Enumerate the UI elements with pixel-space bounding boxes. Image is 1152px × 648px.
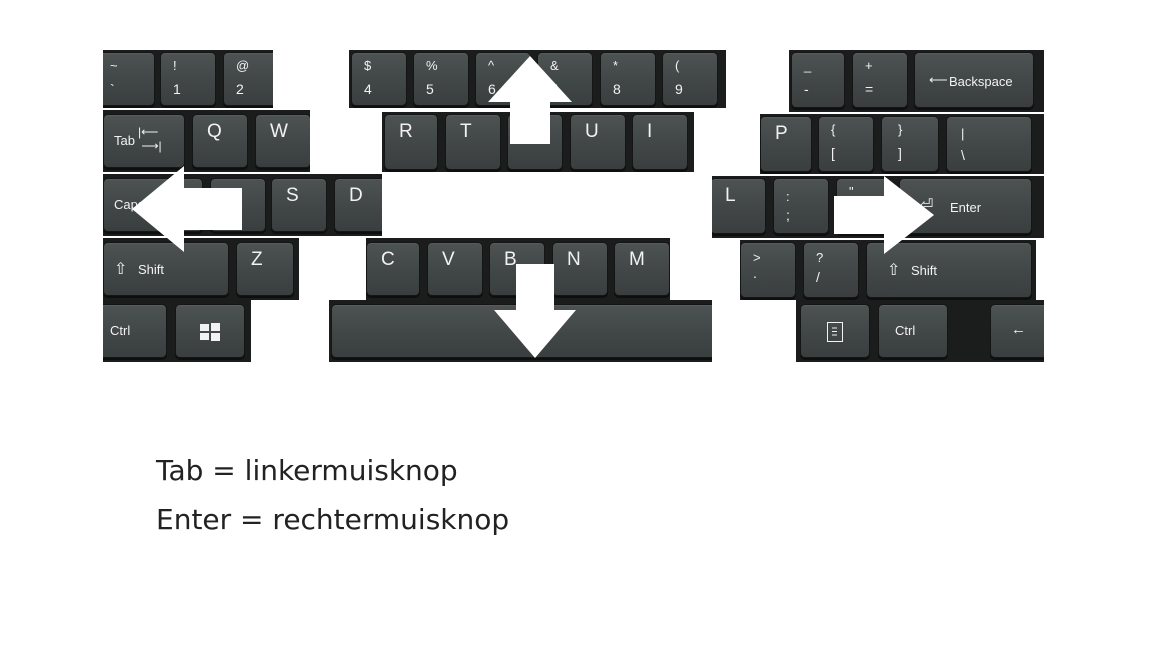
key-tilde[interactable]: ~ `	[103, 52, 155, 106]
key-ctrl-right[interactable]: Ctrl	[878, 304, 948, 358]
caption-enter-mapping: Enter = rechtermuisknop	[156, 503, 510, 536]
keyboard-segment-left: ~ ` ! 1 @ 2	[103, 50, 273, 108]
key-n[interactable]: N	[552, 242, 608, 296]
key-l[interactable]: L	[712, 178, 766, 234]
key-slash[interactable]: ? /	[803, 242, 859, 298]
keyboard-segment-right-row1: _ - + = ⟵ Backspace	[789, 50, 1044, 112]
key-shift-right[interactable]: ⇧ Shift	[866, 242, 1032, 298]
shift-icon: ⇧	[114, 261, 128, 278]
backspace-arrow-icon: ⟵	[929, 72, 948, 87]
arrow-down-icon	[494, 264, 576, 358]
key-backslash[interactable]: | \	[946, 116, 1032, 172]
key-minus[interactable]: _ -	[791, 52, 845, 108]
key-u[interactable]: U	[570, 114, 626, 170]
key-d[interactable]: D	[334, 178, 382, 232]
menu-icon	[827, 322, 843, 342]
key-windows[interactable]	[175, 304, 245, 358]
key-ctrl-left[interactable]: Ctrl	[103, 304, 167, 358]
key-right-bracket[interactable]: } ]	[881, 116, 939, 172]
key-m[interactable]: M	[614, 242, 670, 296]
key-i[interactable]: I	[632, 114, 688, 170]
caption-tab-mapping: Tab = linkermuisknop	[156, 454, 458, 487]
key-z[interactable]: Z	[236, 242, 294, 296]
keyboard-segment-left-row4: ⇧ Shift Z	[103, 238, 299, 300]
key-period[interactable]: > .	[740, 242, 796, 298]
key-4[interactable]: $ 4	[351, 52, 407, 106]
key-w[interactable]: W	[255, 114, 310, 168]
keyboard-segment-right-row2: P { [ } ] | \	[760, 114, 1044, 174]
windows-icon	[200, 323, 220, 341]
shift-icon: ⇧	[887, 262, 901, 279]
key-shift-left[interactable]: ⇧ Shift	[103, 242, 229, 296]
key-9[interactable]: ( 9	[662, 52, 718, 106]
key-backspace[interactable]: ⟵ Backspace	[914, 52, 1034, 108]
key-left-arrow[interactable]: ←	[990, 304, 1044, 358]
arrow-left-icon	[132, 166, 242, 252]
key-s[interactable]: S	[271, 178, 327, 232]
keyboard-segment-right-row5: Ctrl ←	[796, 300, 1044, 362]
keyboard-segment-right-row4: > . ? / ⇧ Shift	[740, 240, 1036, 300]
key-q[interactable]: Q	[192, 114, 248, 168]
key-left-bracket[interactable]: { [	[818, 116, 874, 172]
keyboard-segment-left-row5: Ctrl	[103, 300, 251, 362]
keyboard-segment-left-row2: Tab |⟵ ⟶| Q W	[103, 110, 310, 172]
key-semicolon[interactable]: : ;	[773, 178, 829, 234]
key-c[interactable]: C	[366, 242, 420, 296]
key-8[interactable]: * 8	[600, 52, 656, 106]
key-5[interactable]: % 5	[413, 52, 469, 106]
key-r[interactable]: R	[384, 114, 438, 170]
arrow-up-icon	[488, 56, 572, 144]
keyboard-segment-left-row3: Caps S D	[103, 174, 382, 236]
key-menu[interactable]	[800, 304, 870, 358]
key-2[interactable]: @ 2	[223, 52, 273, 106]
tab-arrows-icon: |⟵ ⟶|	[138, 125, 162, 153]
key-t[interactable]: T	[445, 114, 501, 170]
key-p[interactable]: P	[760, 116, 812, 172]
key-equals[interactable]: + =	[852, 52, 908, 108]
key-tab[interactable]: Tab |⟵ ⟶|	[103, 114, 185, 168]
arrow-right-icon	[834, 176, 934, 254]
key-1[interactable]: ! 1	[160, 52, 216, 106]
key-v[interactable]: V	[427, 242, 483, 296]
